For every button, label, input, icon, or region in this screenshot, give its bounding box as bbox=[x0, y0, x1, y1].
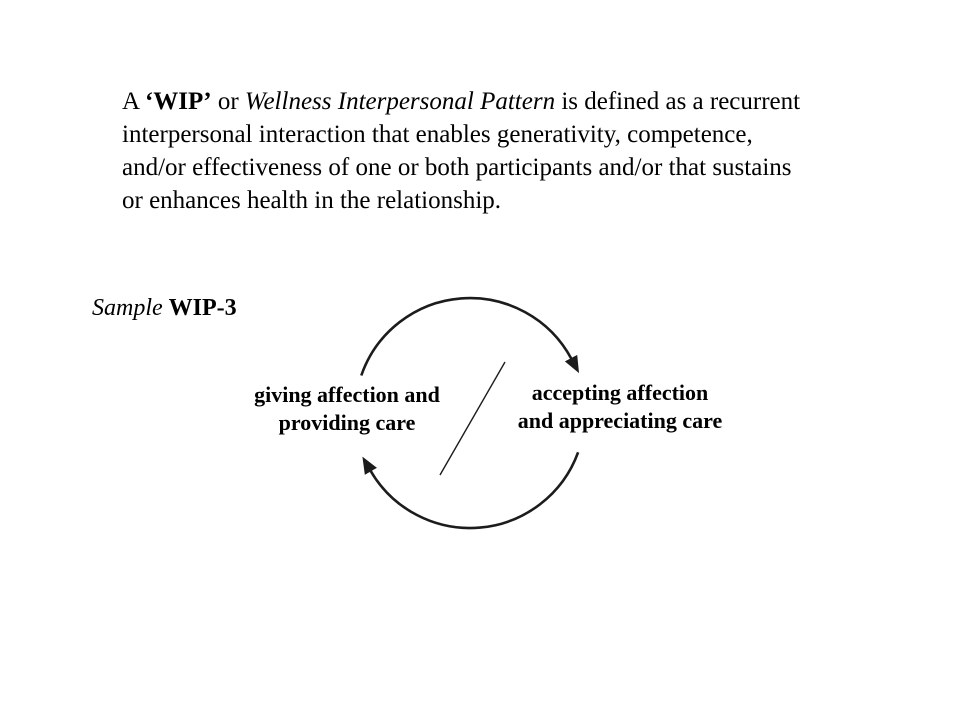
node-text-line: providing care bbox=[278, 410, 416, 435]
cycle-top-arc-arrow bbox=[360, 296, 580, 376]
cycle-node-accepting: accepting affection and appreciating car… bbox=[518, 379, 723, 435]
cycle-node-giving: giving affection and providing care bbox=[254, 381, 440, 437]
node-text-line: and appreciating care bbox=[517, 408, 723, 433]
node-text-line: giving affection and bbox=[254, 382, 440, 407]
divider-slash bbox=[439, 361, 506, 476]
sample-wip-label: Sample WIP-3 bbox=[92, 294, 237, 322]
definition-line-2: interpersonal interaction that enables g… bbox=[122, 121, 753, 148]
wip3-word: WIP-3 bbox=[168, 295, 237, 321]
cycle-bottom-arc-arrow bbox=[362, 451, 580, 530]
node-text-line: accepting affection bbox=[531, 380, 709, 405]
wip-full-term: Wellness Interpersonal Pattern bbox=[244, 88, 556, 115]
definition-text: A bbox=[122, 88, 145, 115]
definition-line-1: A ‘WIP’ or Wellness Interpersonal Patter… bbox=[122, 85, 800, 118]
definition-paragraph: A ‘WIP’ or Wellness Interpersonal Patter… bbox=[122, 85, 800, 217]
wip-abbreviation: ‘WIP’ bbox=[144, 88, 212, 115]
definition-line-3: and/or effectiveness of one or both part… bbox=[122, 154, 792, 181]
definition-text: is defined as a recurrent bbox=[555, 88, 801, 115]
definition-line-4: or enhances health in the relationship. bbox=[122, 187, 502, 214]
sample-word: Sample bbox=[92, 295, 169, 321]
definition-text: or bbox=[211, 88, 245, 115]
